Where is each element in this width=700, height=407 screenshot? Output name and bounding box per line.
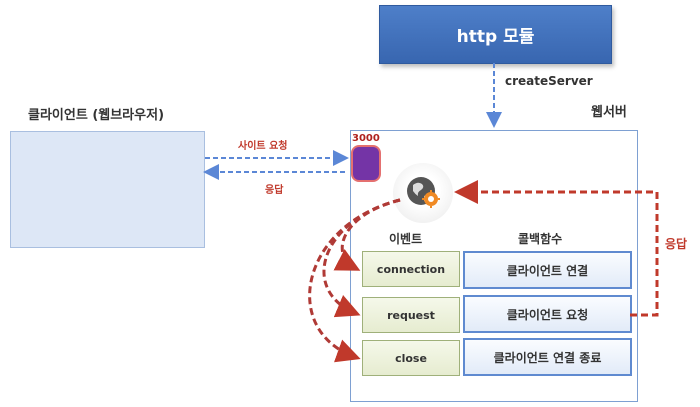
event-connection: connection <box>362 251 460 287</box>
event-close: close <box>362 340 460 376</box>
port-cylinder <box>351 145 381 182</box>
http-module-box: http 모듈 <box>379 5 612 64</box>
callback-client-disconnect: 클라이언트 연결 종료 <box>463 338 632 376</box>
response-right-arrow <box>454 180 659 317</box>
http-module-label: http 모듈 <box>456 27 535 47</box>
create-server-label: createServer <box>505 74 593 88</box>
event-request: request <box>362 297 460 333</box>
client-title: 클라이언트 (웹브라우저) <box>28 108 165 123</box>
globe-gear-icon <box>393 163 453 223</box>
event-arrow-connection <box>333 198 401 271</box>
event-arrow-close <box>308 198 401 363</box>
events-header: 이벤트 <box>389 232 423 246</box>
site-request-label: 사이트 요청 <box>238 141 288 152</box>
callback-client-request: 클라이언트 요청 <box>463 295 632 333</box>
port-label: 3000 <box>352 133 380 144</box>
response-right-label: 응답 <box>665 237 688 251</box>
callback-client-connect: 클라이언트 연결 <box>463 251 632 289</box>
callbacks-header: 콜백함수 <box>518 232 563 246</box>
web-server-label: 웹서버 <box>591 105 627 120</box>
client-browser-box <box>10 131 205 248</box>
response-left-label: 응답 <box>265 185 284 196</box>
event-arrow-request <box>322 198 401 318</box>
